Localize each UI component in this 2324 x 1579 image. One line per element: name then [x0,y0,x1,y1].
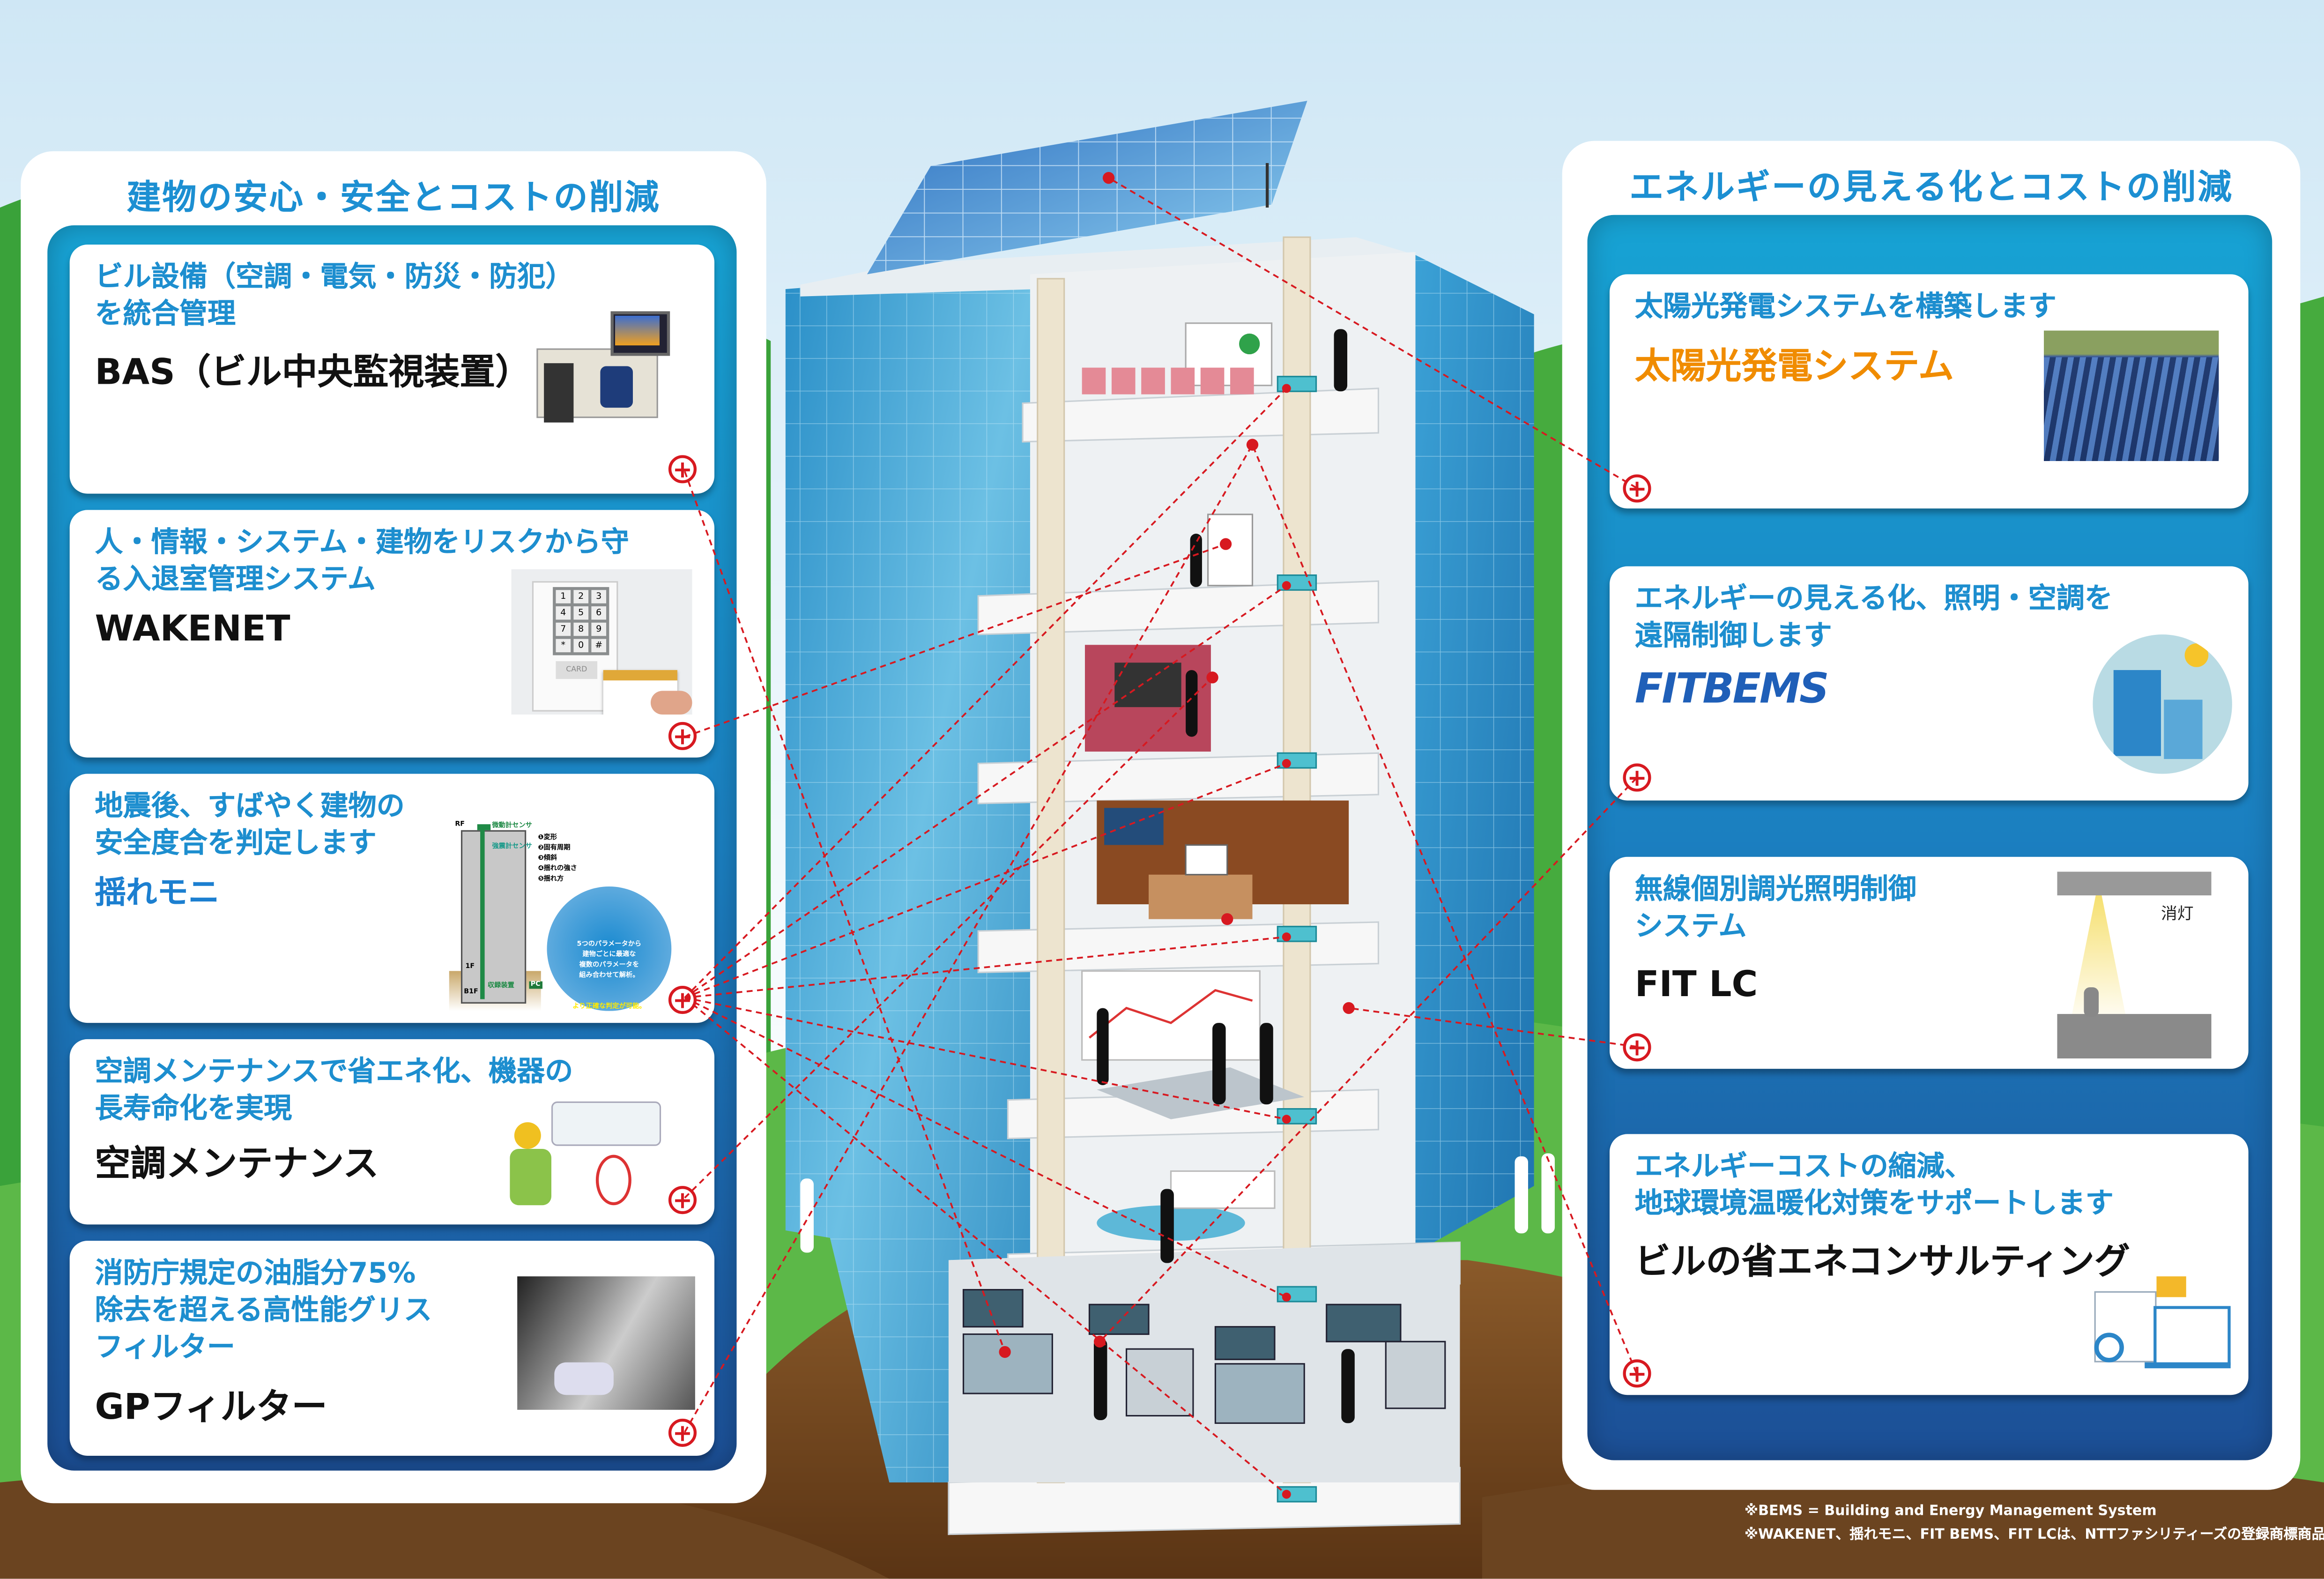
bas-workstation-image [529,304,695,440]
card-product-name: ビルの省エネコンサルティング [1634,1241,2130,1282]
lobby-sofa [1170,1170,1276,1209]
consulting-analytics-icon [2091,1274,2234,1386]
expand-yuremoni-button[interactable]: + [668,985,697,1014]
wakenet-keypad-image: 1 2 3 4 5 6 7 8 9 * 0 # CARD [511,569,692,715]
key[interactable]: 4 [556,606,571,620]
param-item: ❺揺れ方 [538,876,564,884]
right-panel-title: エネルギーの見える化とコストの削減 [1629,169,2233,208]
yuremoni-diagram: RF 微動計センサ 強震計センサ 1F B1F 収録装置 PC ❶変形 ❷固有周… [449,815,694,1011]
card-desc: エネルギーの見える化、照明・空調を 遠隔制御します [1634,582,2113,653]
meeting-room-screen [1185,322,1273,387]
card-desc: 地震後、すばやく建物の 安全度合を判定します [95,790,405,860]
footnote-bems: ※BEMS = Building and Energy Management S… [1744,1503,2157,1519]
key[interactable]: # [591,639,607,653]
key[interactable]: 6 [591,606,607,620]
recorder-label: 収録装置 [487,983,514,991]
param-item: ❷固有周期 [538,845,571,853]
bems-building-icon [2093,634,2232,774]
conference-board [1081,970,1261,1061]
hand [650,691,692,715]
pc-label: PC [529,981,542,989]
key[interactable]: * [556,639,571,653]
rf-label: RF [455,821,465,829]
keypad: 1 2 3 4 5 6 7 8 9 * 0 # [553,587,609,655]
aircon-worker-image [507,1095,662,1214]
card-aircon-maintenance: 空調メンテナンスで省エネ化、機器の 長寿命化を実現 空調メンテナンス + [69,1039,714,1225]
card-product-name: GPフィルター [95,1386,327,1428]
key[interactable]: 3 [591,590,607,603]
1f-label: 1F [465,963,475,971]
card-fit-lc: 無線個別調光照明制御 システム FIT LC 消灯 + [1609,857,2249,1069]
bubble-text: 5つのパラメータから 建物ごとに最適な 複数のパラメータを 組み合わせて解析。 [577,941,642,980]
param-item: ❶変形 [538,834,557,842]
card-product-name: WAKENET [95,608,290,649]
solar-farm-image [2044,330,2219,461]
card-desc: 消防庁規定の油脂分75% 除去を超える高性能グリス フィルター [95,1257,432,1364]
key[interactable]: 2 [573,590,589,603]
card-desc: 人・情報・システム・建物をリスクから守 る入退室管理システム [95,526,629,596]
card-slot-label: CARD [556,661,598,679]
expand-aircon-button[interactable]: + [668,1186,697,1214]
card-product-name: 揺れモニ [95,874,220,910]
card-fit-bems: エネルギーの見える化、照明・空調を 遠隔制御します FITBEMS + [1609,566,2249,801]
card-gp-filter: 消防庁規定の油脂分75% 除去を超える高性能グリス フィルター GPフィルター … [69,1241,714,1456]
param-item: ❸傾斜 [538,855,557,863]
analysis-bubble: 5つのパラメータから 建物ごとに最適な 複数のパラメータを 組み合わせて解析。 … [547,886,672,1011]
key[interactable]: 1 [556,590,571,603]
floor-sensor-label: 強震計センサ [492,843,532,851]
grease-filter-image [517,1276,695,1410]
office-desk [1149,874,1253,919]
card-yuremoni: 地震後、すばやく建物の 安全度合を判定します 揺れモニ RF 微動計センサ 強震… [69,774,714,1023]
card-energy-consulting: エネルギーコストの縮減、 地球環境温暖化対策をサポートします ビルの省エネコンサ… [1609,1134,2249,1395]
bubble-highlight: より正確な判定が可能。 [572,1003,646,1011]
card-desc: 太陽光発電システムを構築します [1634,290,2057,323]
key[interactable]: 7 [556,622,571,636]
card-wakenet: 人・情報・システム・建物をリスクから守 る入退室管理システム WAKENET 1… [69,510,714,758]
expand-gp-filter-button[interactable]: + [668,1418,697,1447]
footnote-trademarks: ※WAKENET、揺れモニ、FIT BEMS、FIT LCは、NTTファシリティ… [1744,1527,2324,1543]
fit-bems-logo: FITBEMS [1634,664,1829,713]
lights-off-label: 消灯 [2161,904,2194,924]
expand-bas-button[interactable]: + [668,455,697,484]
expand-fit-bems-button[interactable]: + [1623,763,1651,792]
b1f-label: B1F [464,989,478,997]
left-panel-title: 建物の安心・安全とコストの削減 [126,179,661,218]
card-product-name: 太陽光発電システム [1634,345,1954,387]
top-sensor-label: 微動計センサ [492,822,532,830]
card-product-name: 空調メンテナンス [95,1143,379,1184]
card-bas: ビル設備（空調・電気・防災・防犯） を統合管理 BAS（ビル中央監視装置） + [69,245,714,494]
key[interactable]: 8 [573,622,589,636]
param-item: ❹揺れの強さ [538,865,577,873]
card-desc: 空調メンテナンスで省エネ化、機器の 長寿命化を実現 [95,1055,573,1125]
card-desc: 無線個別調光照明制御 システム [1634,873,1916,943]
key[interactable]: 0 [573,639,589,653]
key[interactable]: 5 [573,606,589,620]
card-desc: エネルギーコストの縮減、 地球環境温暖化対策をサポートします [1634,1150,2114,1220]
expand-wakenet-button[interactable]: + [668,722,697,750]
lighting-control-image: 消灯 [2057,871,2212,1059]
expand-solar-button[interactable]: + [1623,474,1651,503]
key[interactable]: 9 [591,622,607,636]
expand-consulting-button[interactable]: + [1623,1359,1651,1388]
card-product-name: BAS（ビル中央監視装置） [95,351,531,393]
card-solar: 太陽光発電システムを構築します 太陽光発電システム + [1609,274,2249,509]
card-desc: ビル設備（空調・電気・防災・防犯） を統合管理 [95,261,574,331]
card-product-name: FIT LC [1634,963,1758,1005]
expand-fit-lc-button[interactable]: + [1623,1033,1651,1062]
